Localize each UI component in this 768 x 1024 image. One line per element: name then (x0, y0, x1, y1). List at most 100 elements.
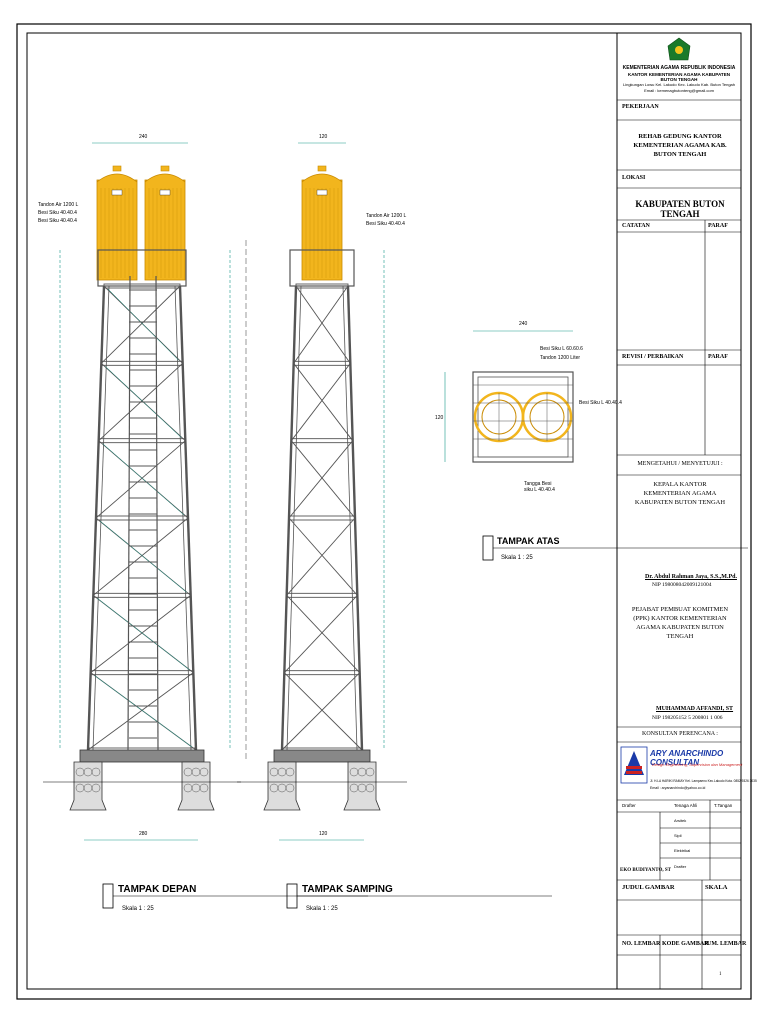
side-base-beam (273, 749, 371, 763)
kode-gambar-label: KODE GAMBAR (662, 941, 709, 947)
side-left-leg-inner (286, 285, 302, 751)
side-brace (284, 672, 363, 751)
sipil-label: Sipil (674, 833, 682, 838)
top-side-angle-label: Besi Siku L 40.40.4 (579, 400, 622, 406)
office-address: Lingkungan Lowu Kel. Lakudo Kec. Lakudo … (622, 82, 735, 87)
front-tank-right-dome (144, 173, 186, 183)
side-beam (293, 360, 351, 366)
drafter-name: EKO BUDIYANTO, ST (620, 868, 671, 873)
office-email: Email : kemenagbutonteng@gmail.com (644, 88, 714, 93)
front-platform (97, 249, 187, 287)
front-foundation (177, 761, 215, 811)
konsultan-tagline: Design Engineering, Supervision dan Mana… (652, 762, 743, 767)
dim-top-depth: 120 (435, 415, 444, 421)
side-brace (281, 672, 360, 751)
front-tank-left-plate (111, 189, 123, 196)
arsitek-label: Arsitek (674, 818, 687, 823)
front-tank-right-plate (159, 189, 171, 196)
outer-border (16, 23, 752, 1000)
pekerjaan-label: PEKERJAAN (622, 104, 659, 110)
side-brace (290, 363, 351, 441)
side-tank-label: Tandon Air 1200 L (366, 213, 407, 219)
front-view-title: TAMPAK DEPAN (118, 884, 197, 895)
top-view-title: TAMPAK ATAS (497, 536, 560, 546)
side-brace (284, 595, 358, 673)
view-marker (102, 883, 114, 909)
catatan-label: CATATAN (622, 223, 650, 229)
paraf2-label: PARAF (708, 354, 728, 360)
front-brace (101, 285, 181, 364)
side-brace (293, 285, 349, 364)
dim-top-width: 240 (519, 321, 528, 327)
front-ladder-rail-right (155, 275, 159, 751)
side-right-leg-inner (342, 285, 358, 751)
side-brace (295, 285, 351, 364)
drafter2-label: Drafter (674, 864, 687, 869)
side-stone (365, 767, 375, 777)
side-stone (285, 783, 295, 793)
front-view-scale: Skala 1 : 25 (122, 906, 154, 912)
view-marker (482, 535, 494, 561)
side-beam (286, 592, 358, 598)
front-brace-accent (99, 520, 187, 593)
konsultan-name: ARY ANARCHINDO CONSULTAN (650, 749, 724, 767)
ppk-nip: NIP 198205152 5 200801 1 006 (652, 715, 723, 721)
side-tank-plate (316, 189, 328, 196)
side-foundation (343, 761, 381, 811)
tenaga-ahli-label: Tenaga Ahli (674, 803, 698, 808)
top-view-scale: Skala 1 : 25 (501, 555, 533, 561)
front-tank-left-cap (112, 165, 122, 172)
side-foundation (263, 761, 301, 811)
front-brace (90, 594, 191, 674)
drawing-area (43, 142, 748, 909)
front-beam (100, 360, 184, 366)
front-right-leg-inner (174, 285, 192, 751)
konsultan-label: KONSULTAN PERENCANA : (642, 731, 718, 737)
front-beam (95, 515, 189, 521)
kepala-nip: NIP 198008042009121004 (652, 582, 712, 588)
side-view-scale: Skala 1 : 25 (306, 906, 338, 912)
drafter2-label-row: Elektrikal (674, 848, 691, 853)
side-angle-label: Besi Siku 40.40.4 (366, 221, 405, 227)
side-brace (288, 517, 358, 596)
office-name: KANTOR KEMENTERIAN AGAMA KABUPATEN BUTON… (627, 72, 731, 82)
front-brace (95, 440, 186, 519)
top-angle-label: Besi Siku L 60.60.6 (540, 346, 583, 352)
side-brace (290, 440, 356, 519)
front-stone (199, 767, 209, 777)
dim-front-top: 240 (139, 134, 148, 140)
front-left-leg-inner (92, 285, 110, 751)
pekerjaan-value: REHAB GEDUNG KANTOR KEMENTERIAN AGAMA KA… (633, 133, 727, 158)
side-brace (288, 440, 354, 519)
revisi-label: REVISI / PERBAIKAN (622, 354, 684, 360)
side-brace (286, 517, 356, 596)
drafter-label: Drafter (622, 803, 636, 808)
skala-label: SKALA (705, 884, 728, 891)
front-brace-accent (94, 675, 193, 748)
side-platform (289, 249, 355, 287)
ppk-title: PEJABAT PEMBUAT KOMITMEN (PPK) KANTOR KE… (631, 606, 729, 640)
side-stone (285, 767, 295, 777)
side-tank-dome (301, 173, 343, 183)
paraf-label: PARAF (708, 223, 728, 229)
front-angle-label-1: Besi Siku 40.40.4 (38, 210, 77, 216)
top-tank-label: Tandon 1200 Liter (540, 355, 581, 361)
no-lembar-label: NO. LEMBAR (622, 941, 661, 947)
front-beam (98, 438, 186, 444)
dim-side-top: 120 (319, 134, 328, 140)
front-base-beam (79, 749, 205, 763)
front-stone (91, 783, 101, 793)
kepala-title: KEPALA KANTOR KEMENTERIAN AGAMA KABUPATE… (634, 481, 726, 506)
side-tank-cap (317, 165, 327, 172)
ministry-name: KEMENTERIAN AGAMA REPUBLIK INDONESIA (622, 65, 736, 71)
front-ladder-rail-left (127, 275, 131, 751)
front-brace-accent (102, 443, 185, 516)
konsultan-address: Jl. H.LA HARIKI RAMAY Kel. Lampaeno Kec.… (650, 779, 757, 783)
judul-gambar-label: JUDUL GAMBAR (622, 884, 675, 891)
sheet-number: 1 (719, 972, 722, 977)
front-brace (87, 672, 194, 751)
lokasi-label: LOKASI (622, 175, 646, 181)
side-beam (283, 670, 361, 676)
title-block-grid (617, 99, 741, 989)
